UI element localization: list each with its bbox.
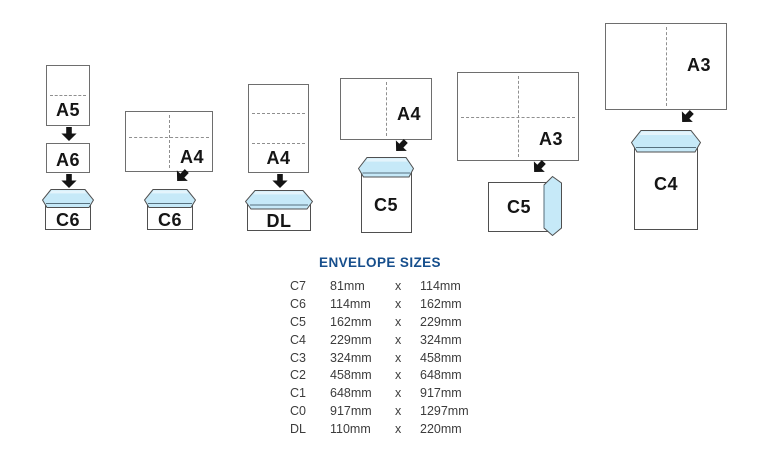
size-code: C4	[290, 332, 306, 347]
fold-line	[129, 137, 209, 138]
dimension-separator: x	[395, 422, 402, 437]
dimension-separator: x	[395, 350, 402, 365]
paper-label: A3	[686, 55, 711, 75]
paper-a4: A4	[340, 78, 432, 140]
paper-a3: A3	[457, 72, 579, 161]
height-value: 324mm	[420, 332, 462, 347]
width-value: 324mm	[330, 350, 372, 365]
table-row: C5 162mm x 229mm	[290, 313, 490, 331]
dimension-separator: x	[395, 386, 402, 401]
dimension-separator: x	[395, 278, 402, 293]
envelope-label: C6	[157, 210, 182, 230]
height-value: 648mm	[420, 368, 462, 383]
table-title: ENVELOPE SIZES	[319, 255, 441, 270]
size-code: C1	[290, 386, 306, 401]
dimension-separator: x	[395, 314, 402, 329]
envelope-dl: DL	[245, 189, 313, 233]
width-value: 229mm	[330, 332, 372, 347]
envelope-label: C5	[506, 197, 531, 217]
size-code: C7	[290, 278, 306, 293]
table-row: C7 81mm x 114mm	[290, 277, 490, 295]
envelope-c4: C4	[631, 129, 701, 231]
fold-line	[169, 115, 170, 168]
fold-line	[252, 143, 305, 144]
width-value: 917mm	[330, 404, 372, 419]
height-value: 220mm	[420, 422, 462, 437]
envelope-label: DL	[266, 211, 292, 231]
size-code: C3	[290, 350, 306, 365]
width-value: 458mm	[330, 368, 372, 383]
down-left-arrow-icon	[528, 156, 551, 179]
fold-line	[461, 117, 575, 118]
envelope-c5: C5	[358, 156, 414, 234]
height-value: 114mm	[420, 278, 461, 293]
table-row: C4 229mm x 324mm	[290, 331, 490, 349]
fold-line	[666, 27, 667, 106]
paper-a4: A4	[125, 111, 213, 172]
fold-line	[386, 82, 387, 136]
height-value: 162mm	[420, 296, 462, 311]
paper-label: A5	[55, 100, 80, 120]
envelope-label: C5	[373, 195, 398, 215]
paper-a4: A4	[248, 84, 309, 173]
dimension-separator: x	[395, 404, 402, 419]
down-arrow-icon	[271, 174, 289, 188]
fold-line	[50, 95, 86, 96]
down-left-arrow-icon	[390, 135, 413, 158]
table-row: C3 324mm x 458mm	[290, 349, 490, 367]
table-row: C1 648mm x 917mm	[290, 384, 490, 402]
down-arrow-icon	[60, 174, 78, 188]
paper-label: A4	[266, 148, 291, 168]
height-value: 229mm	[420, 314, 462, 329]
envelope-c6: C6	[42, 188, 94, 232]
fold-line	[252, 113, 305, 114]
envelope-sizes-table: C7 81mm x 114mm C6 114mm x 162mm C5 162m…	[290, 277, 490, 438]
height-value: 1297mm	[420, 404, 469, 419]
paper-label: A4	[396, 104, 421, 124]
dimension-separator: x	[395, 332, 402, 347]
table-row: C2 458mm x 648mm	[290, 366, 490, 384]
envelope-c5-side-flap: C5	[487, 175, 565, 237]
table-row: C6 114mm x 162mm	[290, 295, 490, 313]
size-code: C0	[290, 404, 306, 419]
size-code: DL	[290, 422, 306, 437]
width-value: 110mm	[330, 422, 371, 437]
height-value: 458mm	[420, 350, 462, 365]
width-value: 114mm	[330, 296, 371, 311]
fold-line	[518, 76, 519, 157]
envelope-c6: C6	[144, 188, 196, 232]
height-value: 917mm	[420, 386, 462, 401]
paper-a3: A3	[605, 23, 727, 110]
paper-label: A4	[179, 147, 204, 167]
width-value: 648mm	[330, 386, 372, 401]
dimension-separator: x	[395, 368, 402, 383]
width-value: 81mm	[330, 278, 365, 293]
size-code: C2	[290, 368, 306, 383]
envelope-label: C4	[653, 174, 678, 194]
paper-a6: A6	[46, 143, 90, 173]
down-left-arrow-icon	[171, 165, 194, 188]
paper-label: A3	[538, 129, 563, 149]
down-arrow-icon	[60, 127, 78, 141]
table-row: DL 110mm x 220mm	[290, 420, 490, 438]
dimension-separator: x	[395, 296, 402, 311]
size-code: C6	[290, 296, 306, 311]
size-code: C5	[290, 314, 306, 329]
down-left-arrow-icon	[676, 106, 699, 129]
envelope-label: C6	[55, 210, 80, 230]
paper-a5: A5	[46, 65, 90, 126]
table-row: C0 917mm x 1297mm	[290, 402, 490, 420]
width-value: 162mm	[330, 314, 372, 329]
paper-label: A6	[55, 150, 80, 170]
